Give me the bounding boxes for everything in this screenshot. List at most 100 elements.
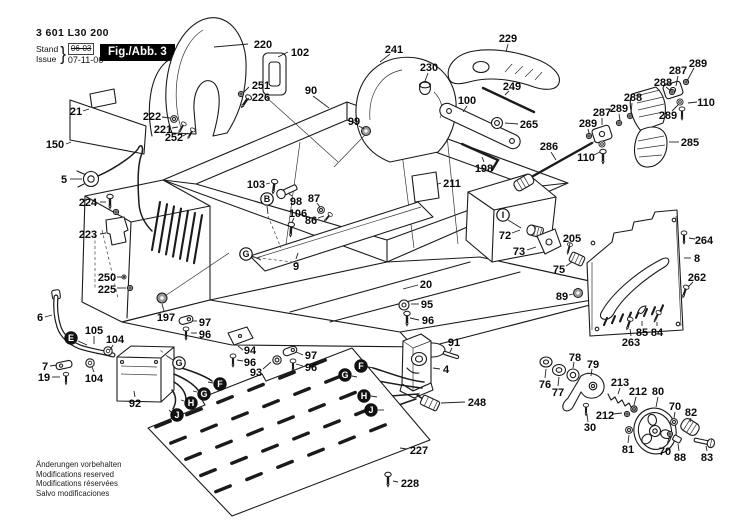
leader-line-289 <box>671 104 679 112</box>
part-label-82: 82 <box>685 407 697 419</box>
svg-text:F: F <box>358 361 364 371</box>
leader-line-77 <box>557 376 560 387</box>
svg-text:H: H <box>188 398 195 408</box>
part-label-98: 98 <box>290 196 302 208</box>
screw-228 <box>383 471 393 488</box>
bottom-cover-227 <box>147 347 431 517</box>
connector-248 <box>419 394 441 412</box>
part-label-86: 86 <box>305 215 317 227</box>
part-label-96: 96 <box>199 329 211 341</box>
handle-grip-285 <box>629 86 668 168</box>
part-label-265: 265 <box>520 119 538 131</box>
part-label-104: 104 <box>106 334 125 346</box>
blade-guard-220 <box>148 17 247 137</box>
part-label-289: 289 <box>610 103 628 115</box>
stand-issue-block: Stand Issue } 06-03 07-11-06 <box>36 43 103 66</box>
cover-slot <box>262 399 280 409</box>
nut-87 <box>317 206 325 214</box>
leader-line-222 <box>161 116 171 119</box>
bolt-83 <box>693 437 716 449</box>
cover-slot <box>276 459 294 469</box>
washer-70-lower <box>666 430 674 438</box>
part-label-9: 9 <box>293 261 299 273</box>
part-label-110: 110 <box>697 97 715 109</box>
screw-96-a <box>229 352 237 368</box>
part-label-285: 285 <box>681 137 699 149</box>
part-label-75: 75 <box>553 264 565 276</box>
washer-251 <box>237 90 245 98</box>
part-label-230: 230 <box>420 62 438 74</box>
part-label-252: 252 <box>165 132 183 144</box>
nut-81 <box>625 426 633 434</box>
grommet-197 <box>156 292 168 304</box>
leader-line-212 <box>612 412 623 415</box>
cover-slot <box>338 435 356 445</box>
leader-line-96 <box>409 317 420 321</box>
leader-line-90 <box>312 95 330 109</box>
screw-264 <box>680 229 688 245</box>
leader-line-96 <box>295 363 304 367</box>
construction-lines <box>159 215 301 357</box>
part-label-8: 8 <box>694 253 700 265</box>
part-label-83: 83 <box>701 452 713 464</box>
part-label-262: 262 <box>688 272 706 284</box>
svg-text:E: E <box>68 333 74 343</box>
leader-line-79 <box>590 368 593 377</box>
vent-slat <box>164 205 176 256</box>
figure-number-badge: Fig./Abb. 3 <box>100 44 175 61</box>
leader-line-211 <box>437 182 442 185</box>
part-label-93: 93 <box>250 367 262 379</box>
part-labels: 2201022512269099241230229249100265198286… <box>37 33 715 490</box>
part-label-228: 228 <box>401 478 419 490</box>
leader-line-104 <box>91 366 95 373</box>
washer-224 <box>112 208 120 216</box>
cover-slots <box>154 358 387 494</box>
part-label-220: 220 <box>254 39 272 51</box>
leader-line-94 <box>237 345 244 351</box>
cover-slot <box>216 395 234 405</box>
ref-letter-F-filled: F <box>207 377 227 391</box>
vent-slat <box>185 211 197 263</box>
issue-label: Issue <box>36 54 57 64</box>
cover-slot <box>323 419 341 429</box>
part-label-263: 263 <box>622 337 640 349</box>
part-label-221: 221 <box>154 124 172 136</box>
part-label-100: 100 <box>458 95 476 107</box>
clip-85 <box>637 305 647 315</box>
clamp-block-cluster-left <box>585 112 634 165</box>
leader-line-248 <box>440 401 466 404</box>
part-label-287: 287 <box>593 107 611 119</box>
notice-line-de: Änderungen vorbehalten <box>36 460 122 469</box>
cover-plate-9 <box>249 201 434 272</box>
ref-letter-E-filled: E <box>64 331 88 346</box>
part-label-226: 226 <box>252 92 270 104</box>
part-label-104: 104 <box>85 373 104 385</box>
nut-93 <box>272 355 282 365</box>
switch-assembly-4 <box>355 333 434 412</box>
leader-line-289 <box>618 113 621 121</box>
cover-slot <box>184 451 202 461</box>
leader-line-226 <box>245 97 250 101</box>
leader-line-4 <box>432 367 441 370</box>
ref-letter-F-filled: F <box>354 359 375 373</box>
part-label-205: 205 <box>563 233 581 245</box>
guard-bracket-102 <box>262 52 339 163</box>
leader-line-205 <box>568 242 571 247</box>
leader-line-227 <box>399 447 408 450</box>
leader-line-264 <box>688 237 696 240</box>
svg-text:G: G <box>341 370 348 380</box>
cover-slot <box>230 455 248 465</box>
part-label-72: 72 <box>499 230 511 242</box>
leader-line-30 <box>586 413 589 423</box>
ref-letter-I-outline: I <box>496 208 522 229</box>
leader-line-223 <box>99 232 107 235</box>
leader-line-106 <box>291 217 295 223</box>
leader-line-288 <box>665 86 672 92</box>
link-arm-100 <box>439 102 521 150</box>
part-label-289: 289 <box>659 110 677 122</box>
leader-line-72 <box>511 229 521 234</box>
ref-letter-G-outline: G <box>166 355 186 370</box>
ref-letter-J-filled: J <box>364 403 384 417</box>
